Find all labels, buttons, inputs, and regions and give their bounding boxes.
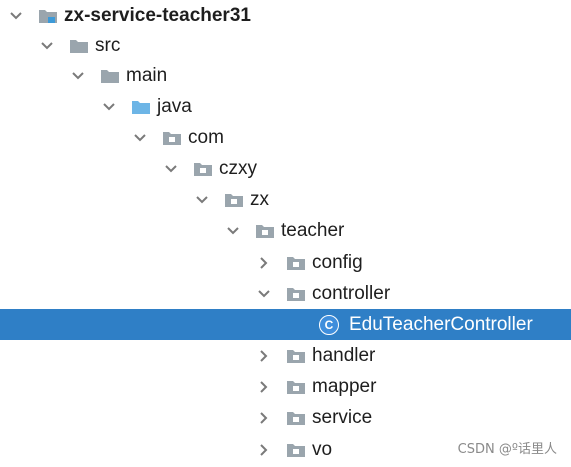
- tree-node-vo[interactable]: vo: [0, 434, 571, 465]
- package-icon: [224, 192, 244, 208]
- tree-node-src[interactable]: src: [0, 30, 571, 61]
- tree-node-config[interactable]: config: [0, 247, 571, 278]
- chevron-down-icon[interactable]: [68, 66, 88, 86]
- package-icon: [286, 348, 306, 364]
- tree-node-zx[interactable]: zx: [0, 184, 571, 215]
- module-folder-icon: [38, 8, 58, 24]
- package-icon: [286, 286, 306, 302]
- source-folder-icon: [131, 99, 151, 115]
- folder-icon: [69, 38, 89, 54]
- tree-node-controller[interactable]: controller: [0, 278, 571, 309]
- folder-icon: [100, 68, 120, 84]
- chevron-right-icon[interactable]: [254, 377, 274, 397]
- chevron-right-icon[interactable]: [254, 440, 274, 460]
- package-icon: [255, 223, 275, 239]
- chevron-right-icon[interactable]: [254, 253, 274, 273]
- java-class-icon: C: [319, 314, 339, 335]
- chevron-down-icon[interactable]: [6, 6, 26, 26]
- tree-node-label: controller: [312, 282, 391, 304]
- chevron-down-icon[interactable]: [130, 128, 150, 148]
- chevron-down-icon[interactable]: [37, 36, 57, 56]
- package-icon: [162, 130, 182, 146]
- tree-node-label: src: [95, 34, 121, 56]
- chevron-down-icon[interactable]: [192, 190, 212, 210]
- tree-node-service[interactable]: service: [0, 402, 571, 433]
- tree-node-label: vo: [312, 438, 333, 460]
- package-icon: [286, 255, 306, 271]
- tree-node-label: czxy: [219, 157, 257, 179]
- tree-node-teacher[interactable]: teacher: [0, 215, 571, 246]
- chevron-down-icon[interactable]: [161, 159, 181, 179]
- chevron-right-icon[interactable]: [254, 346, 274, 366]
- watermark: CSDN @º话里人: [457, 442, 557, 457]
- tree-node-com[interactable]: com: [0, 122, 571, 153]
- tree-node-label: java: [157, 95, 192, 117]
- tree-node-java[interactable]: java: [0, 91, 571, 122]
- package-icon: [193, 161, 213, 177]
- package-icon: [286, 442, 306, 458]
- tree-node-main[interactable]: main: [0, 60, 571, 91]
- tree-node-label: main: [126, 64, 168, 86]
- tree-node-czxy[interactable]: czxy: [0, 153, 571, 184]
- tree-node-edu-teacher-controller[interactable]: C EduTeacherController: [0, 309, 571, 340]
- tree-node-label: teacher: [281, 219, 345, 241]
- tree-node-handler[interactable]: handler: [0, 340, 571, 371]
- tree-node-label: EduTeacherController: [349, 313, 533, 335]
- tree-node-label: mapper: [312, 375, 377, 397]
- tree-node-label: com: [188, 126, 224, 148]
- tree-node-label: service: [312, 406, 373, 428]
- chevron-down-icon[interactable]: [223, 221, 243, 241]
- chevron-down-icon[interactable]: [254, 284, 274, 304]
- tree-node-label: zx: [250, 188, 269, 210]
- package-icon: [286, 379, 306, 395]
- tree-node-label: handler: [312, 344, 376, 366]
- tree-node-mapper[interactable]: mapper: [0, 371, 571, 402]
- tree-node-root[interactable]: zx-service-teacher31: [0, 0, 571, 31]
- chevron-down-icon[interactable]: [99, 97, 119, 117]
- chevron-right-icon[interactable]: [254, 408, 274, 428]
- tree-node-label: zx-service-teacher31: [64, 4, 251, 26]
- tree-node-label: config: [312, 251, 363, 273]
- package-icon: [286, 410, 306, 426]
